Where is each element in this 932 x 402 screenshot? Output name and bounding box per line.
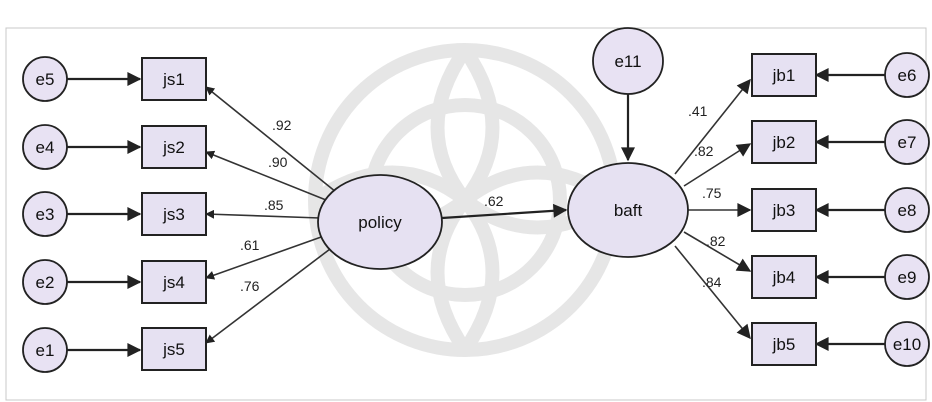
observed-node-jb5: jb5 — [751, 322, 817, 366]
svg-text:js5: js5 — [162, 340, 185, 359]
error-node-e9: e9 — [884, 254, 930, 300]
observed-node-jb4: jb4 — [751, 255, 817, 299]
svg-text:e2: e2 — [36, 273, 55, 292]
svg-text:e11: e11 — [614, 52, 641, 71]
coef-policy-js1: .92 — [272, 117, 292, 133]
svg-text:js2: js2 — [162, 138, 185, 157]
svg-text:jb3: jb3 — [772, 201, 796, 220]
observed-node-jb2: jb2 — [751, 120, 817, 164]
svg-text:jb5: jb5 — [772, 335, 796, 354]
path-policy-js2 — [205, 150, 327, 201]
error-node-e11: e11 — [592, 27, 664, 95]
coef-baft-jb1: .41 — [688, 103, 708, 119]
error-node-e5: e5 — [22, 56, 68, 102]
error-node-e8: e8 — [884, 187, 930, 233]
svg-text:e4: e4 — [36, 138, 55, 157]
coef-policy-js2: .90 — [268, 154, 288, 170]
svg-text:e10: e10 — [893, 335, 921, 354]
coef-baft-jb3: .75 — [702, 185, 722, 201]
svg-text:e9: e9 — [898, 268, 917, 287]
coef-policy-js4: .61 — [240, 237, 260, 253]
error-node-e4: e4 — [22, 124, 68, 170]
observed-node-js3: js3 — [141, 192, 207, 236]
svg-text:baft: baft — [614, 201, 643, 220]
svg-text:e8: e8 — [898, 201, 917, 220]
error-node-e10: e10 — [884, 321, 930, 367]
coef-policy-baft: .62 — [484, 193, 504, 209]
svg-text:jb4: jb4 — [772, 268, 796, 287]
svg-text:e7: e7 — [898, 133, 917, 152]
svg-text:js3: js3 — [162, 205, 185, 224]
error-node-e1: e1 — [22, 327, 68, 373]
latent-node-policy: policy — [317, 174, 443, 270]
coef-policy-js5: .76 — [240, 278, 260, 294]
path-baft-jb1 — [674, 78, 751, 175]
svg-text:e6: e6 — [898, 66, 917, 85]
observed-node-js1: js1 — [141, 57, 207, 101]
path-baft-jb5 — [674, 245, 751, 340]
svg-text:jb1: jb1 — [772, 66, 796, 85]
observed-node-jb1: jb1 — [751, 53, 817, 97]
error-node-e7: e7 — [884, 119, 930, 165]
path-policy-baft — [441, 203, 568, 220]
path-policy-js5 — [205, 245, 335, 344]
path-policy-js3 — [205, 209, 321, 219]
coef-baft-jb5: .84 — [702, 274, 722, 290]
svg-text:policy: policy — [358, 213, 402, 232]
error-node-e6: e6 — [884, 52, 930, 98]
svg-text:jb2: jb2 — [772, 133, 796, 152]
path-policy-js1 — [205, 86, 337, 193]
coef-baft-jb4: .82 — [706, 233, 726, 249]
path-baft-jb2 — [683, 143, 752, 187]
error-node-e2: e2 — [22, 259, 68, 305]
coef-policy-js3: .85 — [264, 197, 284, 213]
svg-text:e1: e1 — [36, 341, 55, 360]
observed-node-js2: js2 — [141, 125, 207, 169]
path-policy-js4 — [205, 235, 325, 280]
latent-node-baft: baft — [567, 162, 689, 258]
observed-node-js4: js4 — [141, 260, 207, 304]
svg-text:js1: js1 — [162, 70, 185, 89]
coef-baft-jb2: .82 — [694, 143, 714, 159]
observed-node-jb3: jb3 — [751, 188, 817, 232]
svg-text:e3: e3 — [36, 205, 55, 224]
path-baft-jb4 — [683, 231, 752, 272]
observed-node-js5: js5 — [141, 327, 207, 371]
svg-text:e5: e5 — [36, 70, 55, 89]
svg-text:js4: js4 — [162, 273, 185, 292]
error-node-e3: e3 — [22, 191, 68, 237]
